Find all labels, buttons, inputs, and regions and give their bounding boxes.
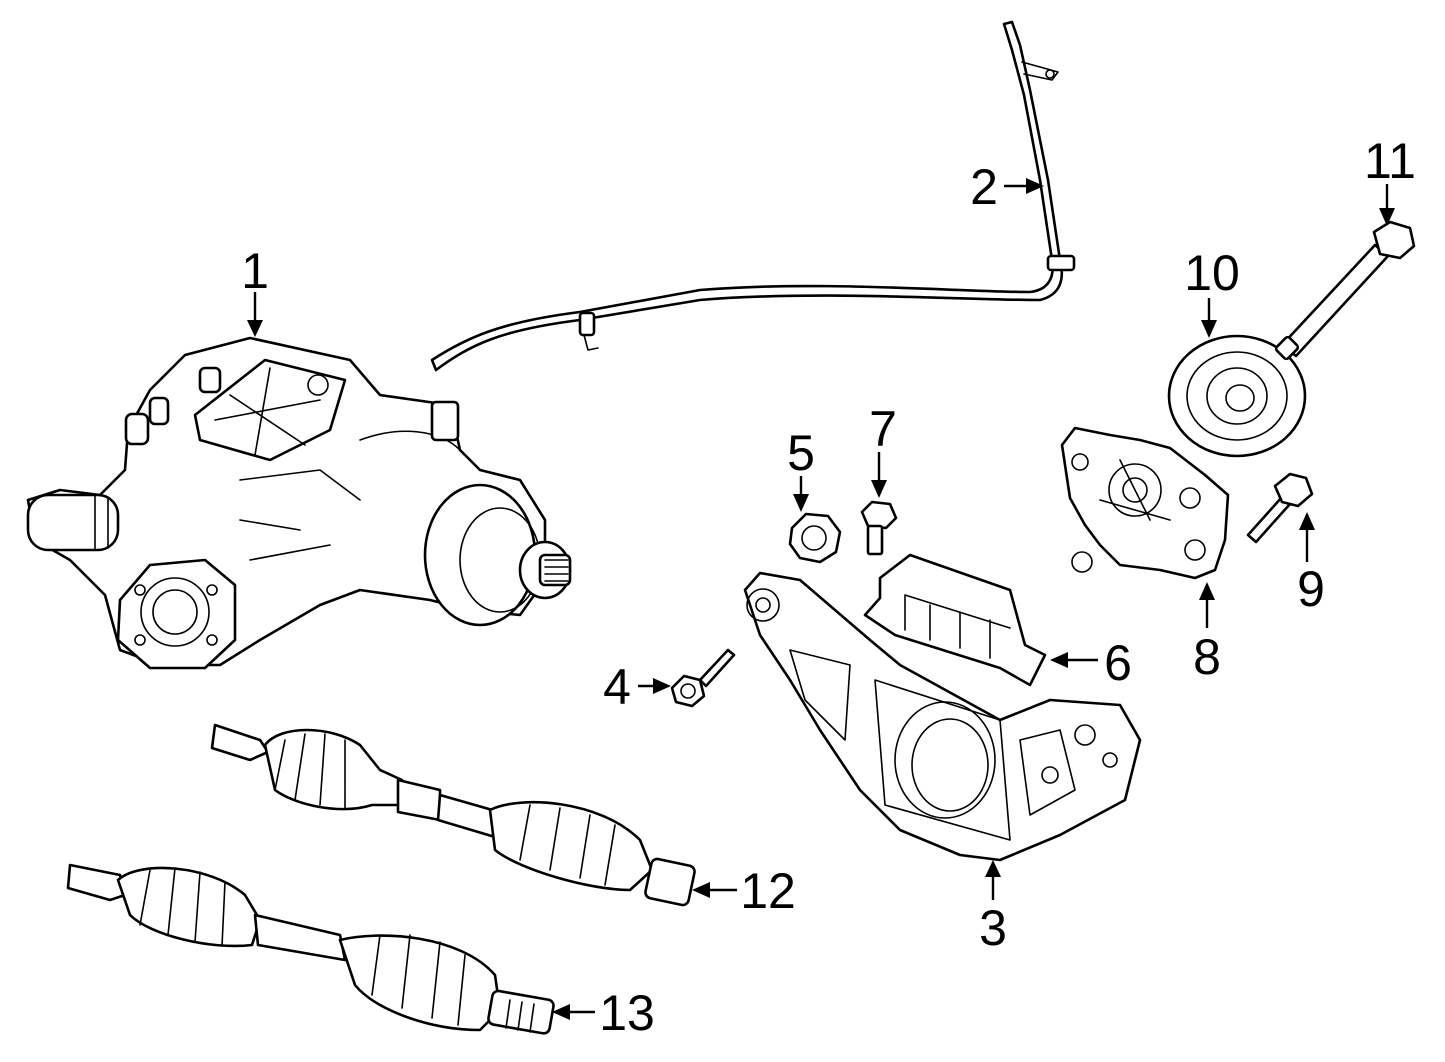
callout-13: 13 [599, 985, 655, 1041]
part-10-isolator[interactable] [1167, 334, 1307, 458]
callout-9: 9 [1297, 561, 1325, 617]
callout-labels: 1 2 3 4 5 6 7 8 9 10 11 12 13 [241, 133, 1416, 1041]
leader-arrows [247, 178, 1395, 1020]
callout-1: 1 [241, 243, 269, 299]
callout-5: 5 [787, 425, 815, 481]
callout-7: 7 [869, 401, 897, 457]
callout-8: 8 [1193, 629, 1221, 685]
callout-6: 6 [1104, 635, 1132, 691]
part-13-half-shaft[interactable] [66, 863, 555, 1035]
callout-12: 12 [740, 863, 796, 919]
part-8-mount-bracket[interactable] [1060, 426, 1230, 580]
part-12-half-shaft[interactable] [210, 723, 696, 907]
part-6-heat-shield[interactable] [863, 553, 1047, 687]
part-11-long-bolt[interactable] [1274, 220, 1416, 361]
part-4-bolt[interactable] [670, 648, 736, 708]
callout-10: 10 [1184, 245, 1240, 301]
part-9-bolt[interactable] [1246, 472, 1314, 544]
part-5-nut[interactable] [788, 512, 842, 564]
callout-4: 4 [603, 659, 631, 715]
part-7-bolt[interactable] [860, 500, 898, 556]
part-2-vent-hose[interactable] [430, 20, 1076, 372]
part-1-differential[interactable] [26, 336, 572, 670]
callout-2: 2 [970, 159, 998, 215]
callout-11: 11 [1364, 133, 1416, 189]
callout-3: 3 [979, 900, 1007, 956]
part-3-bracket[interactable] [743, 571, 1142, 862]
